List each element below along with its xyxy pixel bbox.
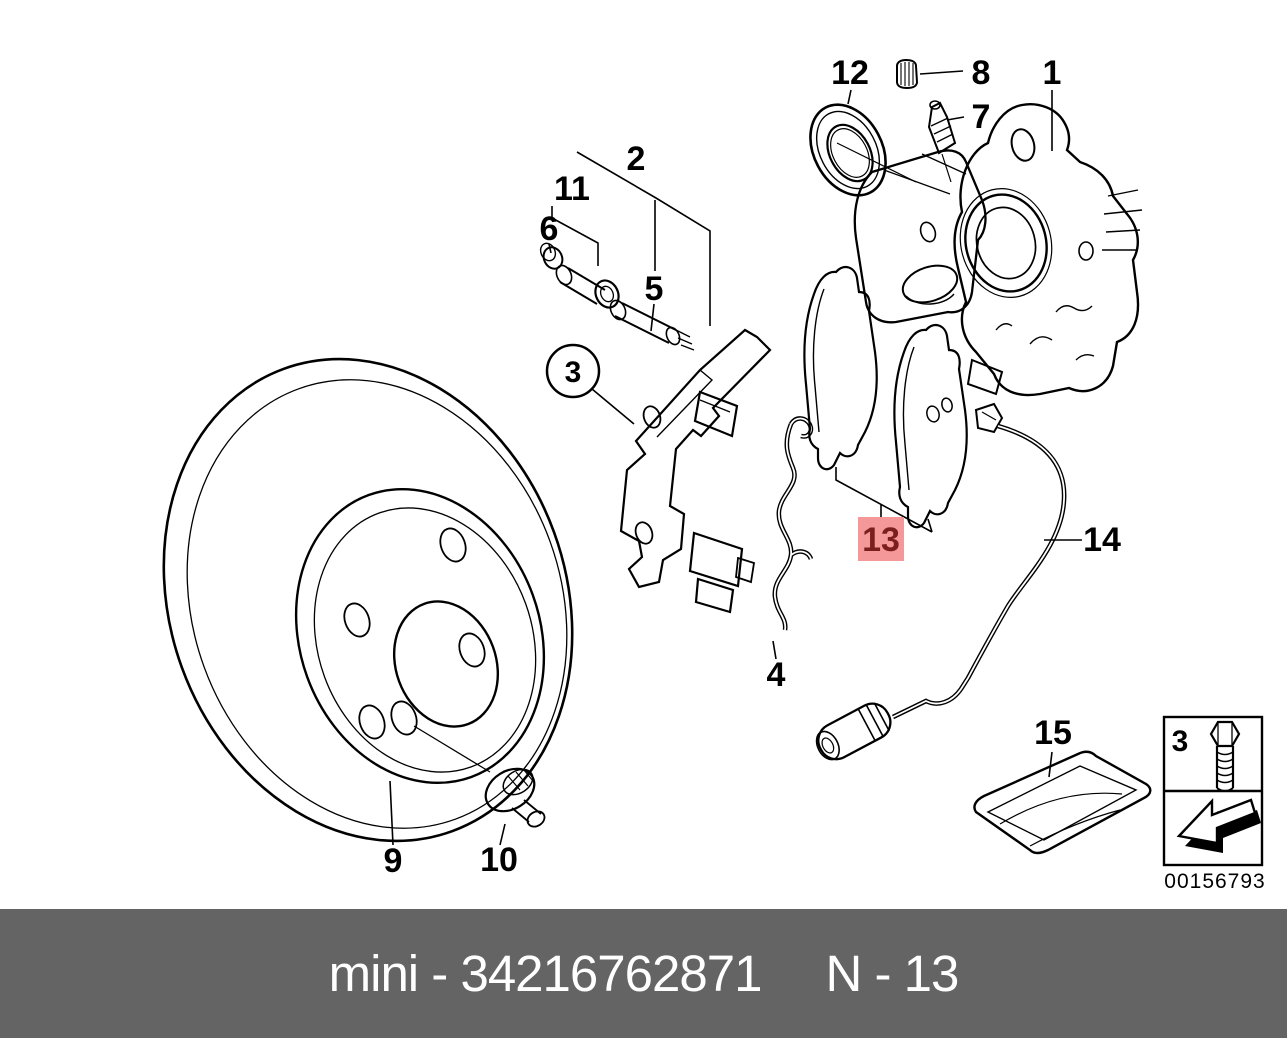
callout-11[interactable]: 11: [554, 170, 590, 208]
footer-page-ref: N - 13: [825, 945, 959, 1002]
retaining-spring-drawing: [772, 416, 814, 631]
direction-arrow-icon: [1176, 797, 1261, 853]
footer-bar: mini - 34216762871 N - 13: [0, 909, 1287, 1038]
brake-disc-drawing: [162, 357, 574, 843]
callout-8[interactable]: 8: [972, 54, 991, 92]
piston-block-drawing: [836, 142, 987, 324]
wear-sensor-drawing: [815, 402, 1067, 761]
caliper-housing-drawing: [953, 103, 1143, 397]
callout-4[interactable]: 4: [767, 656, 786, 694]
callout-15[interactable]: 15: [1034, 714, 1072, 752]
callout-5[interactable]: 5: [645, 270, 664, 308]
countersunk-screw-drawing: [484, 767, 546, 828]
legend-box[interactable]: 3: [1162, 715, 1264, 867]
seal-ring-drawing: [809, 103, 887, 197]
callout-14[interactable]: 14: [1083, 521, 1121, 559]
callout-3-label: 3: [565, 356, 582, 389]
callout-10[interactable]: 10: [480, 841, 518, 879]
exploded-diagram-canvas: 12 8 7 1 2 11 6 5 9 10 4 14 15 3 13 3 00…: [162, 54, 1265, 893]
dust-cap-drawing: [896, 58, 919, 90]
bleeder-valve-drawing: [927, 100, 957, 155]
legend-index-label: 3: [1172, 725, 1189, 758]
image-code: 00156793: [1164, 870, 1265, 893]
callout-2[interactable]: 2: [627, 140, 646, 178]
callout-3-circled[interactable]: 3: [545, 343, 601, 399]
carrier-bracket-drawing: [619, 328, 772, 614]
guide-pin-kit-drawing: [539, 242, 695, 351]
leader-lines: [389, 70, 1082, 846]
callout-6[interactable]: 6: [540, 210, 559, 248]
callout-13-label: 13: [862, 521, 900, 559]
callout-12[interactable]: 12: [831, 54, 869, 92]
callout-1[interactable]: 1: [1043, 54, 1062, 92]
callout-9[interactable]: 9: [384, 842, 403, 880]
callout-13-highlight[interactable]: 13: [858, 517, 904, 561]
grease-packet-drawing: [973, 750, 1152, 855]
callout-7[interactable]: 7: [972, 98, 991, 136]
footer-part-number: mini - 34216762871: [328, 945, 763, 1002]
bolt-icon: [1209, 720, 1241, 792]
brake-pads-drawing: [803, 265, 968, 529]
